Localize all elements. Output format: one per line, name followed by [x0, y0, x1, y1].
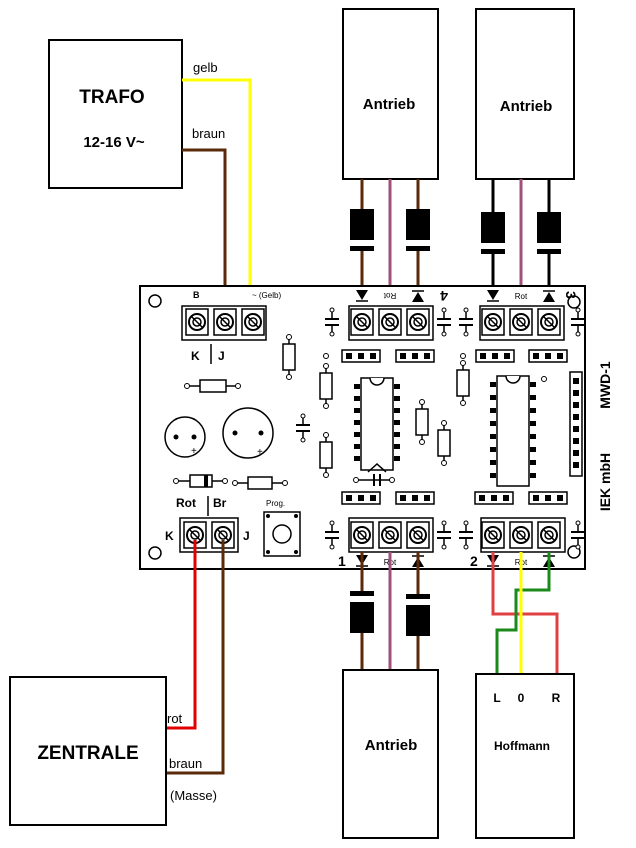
- actuator-top-left-label: Antrieb: [363, 96, 416, 113]
- svg-text:+: +: [257, 447, 263, 458]
- prog-label: Prog.: [266, 499, 285, 508]
- out2-label: 2: [470, 553, 478, 569]
- zentrale-box: ZENTRALE: [9, 676, 167, 826]
- trafo-box: TRAFO 12-16 V~: [48, 39, 183, 189]
- svg-text:+: +: [191, 446, 197, 457]
- trafo-voltage: 12-16 V~: [83, 134, 145, 151]
- wire-braun-trafo: [182, 148, 227, 318]
- out3-label: 3: [563, 291, 579, 299]
- actuator-top-right-label: Antrieb: [500, 98, 553, 115]
- board-model: MWD-1: [597, 361, 613, 409]
- wire-label-braun-trafo: braun: [192, 126, 225, 141]
- wire-label-gelb: gelb: [193, 60, 218, 75]
- hoffmann-0: 0: [518, 691, 525, 705]
- trafo-title: TRAFO: [79, 87, 144, 108]
- mwd1-board: B ~ (Gelb) K J + + Rot Br: [139, 285, 613, 570]
- diode-tr-2: [537, 212, 561, 254]
- bus-j-label: J: [243, 529, 250, 543]
- actuator-bottom-left-label: Antrieb: [365, 737, 418, 754]
- board-maker: IEK mbH: [597, 453, 613, 511]
- diode-tr-1: [481, 212, 505, 254]
- out3-rot-label: Rot: [515, 292, 528, 301]
- hoffmann-label: Hoffmann: [494, 739, 550, 753]
- bus-br-label: Br: [213, 496, 227, 510]
- wire-gelb: [182, 78, 252, 318]
- bus-k-label: K: [165, 529, 174, 543]
- wire-rot: [166, 540, 197, 730]
- terminal-b-label: B: [193, 290, 200, 300]
- diode-tl-2: [406, 209, 430, 251]
- terminal-gelb-label: ~ (Gelb): [252, 291, 281, 300]
- hoffmann-l: L: [493, 691, 500, 705]
- actuator-top-right: Antrieb: [475, 8, 575, 180]
- bus-rot-label: Rot: [176, 496, 196, 510]
- out1-label: 1: [338, 553, 346, 569]
- wire-hoffmann-red: [491, 552, 559, 674]
- diode-tl-1: [350, 209, 374, 251]
- terminal-j-label: J: [218, 349, 225, 363]
- hoffmann-box: L 0 R Hoffmann: [475, 673, 575, 839]
- diode-bl-1: [350, 591, 374, 633]
- actuator-bottom-left: Antrieb: [342, 669, 439, 839]
- out4-label: 4: [440, 288, 448, 304]
- wire-label-braun-zentrale: braun: [169, 756, 202, 771]
- actuator-top-left: Antrieb: [342, 8, 439, 180]
- wire-label-rot: rot: [167, 711, 183, 726]
- terminal-k-label: K: [191, 349, 200, 363]
- out4-rot-label: Rot: [383, 291, 396, 300]
- wire-hoffmann-green-a: [495, 552, 551, 674]
- hoffmann-r: R: [552, 691, 561, 705]
- zentrale-title: ZENTRALE: [37, 743, 138, 764]
- diode-bl-2: [406, 594, 430, 636]
- wire-braun-zentrale: [166, 540, 225, 775]
- masse-label: (Masse): [170, 788, 217, 803]
